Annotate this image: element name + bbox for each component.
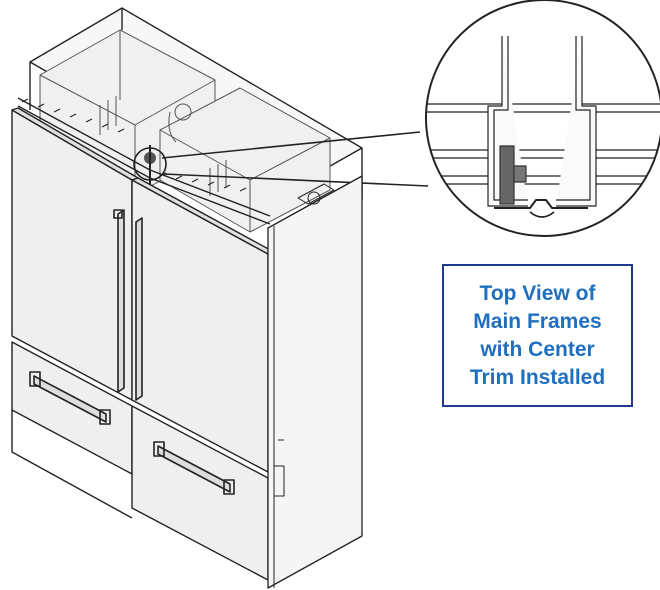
left-main-frame <box>487 36 528 207</box>
right-drawer-handle <box>153 441 235 495</box>
callout-line-2: Main Frames <box>473 309 602 333</box>
callout-line-1: Top View of <box>479 281 596 305</box>
callout-leader-lines <box>161 131 429 187</box>
left-door-handle <box>113 209 125 393</box>
callout-box: Top View of Main Frames with Center Trim… <box>442 264 633 407</box>
callout-label: Top View of Main Frames with Center Trim… <box>470 280 605 392</box>
right-side-panel <box>267 175 363 589</box>
magnified-top-view-detail <box>425 0 660 237</box>
callout-line-3: with Center <box>480 337 595 361</box>
left-drawer-handle <box>29 371 111 425</box>
right-main-frame <box>556 36 597 207</box>
center-trim <box>499 145 515 205</box>
right-door-handle <box>135 217 143 401</box>
callout-line-4: Trim Installed <box>469 365 606 389</box>
